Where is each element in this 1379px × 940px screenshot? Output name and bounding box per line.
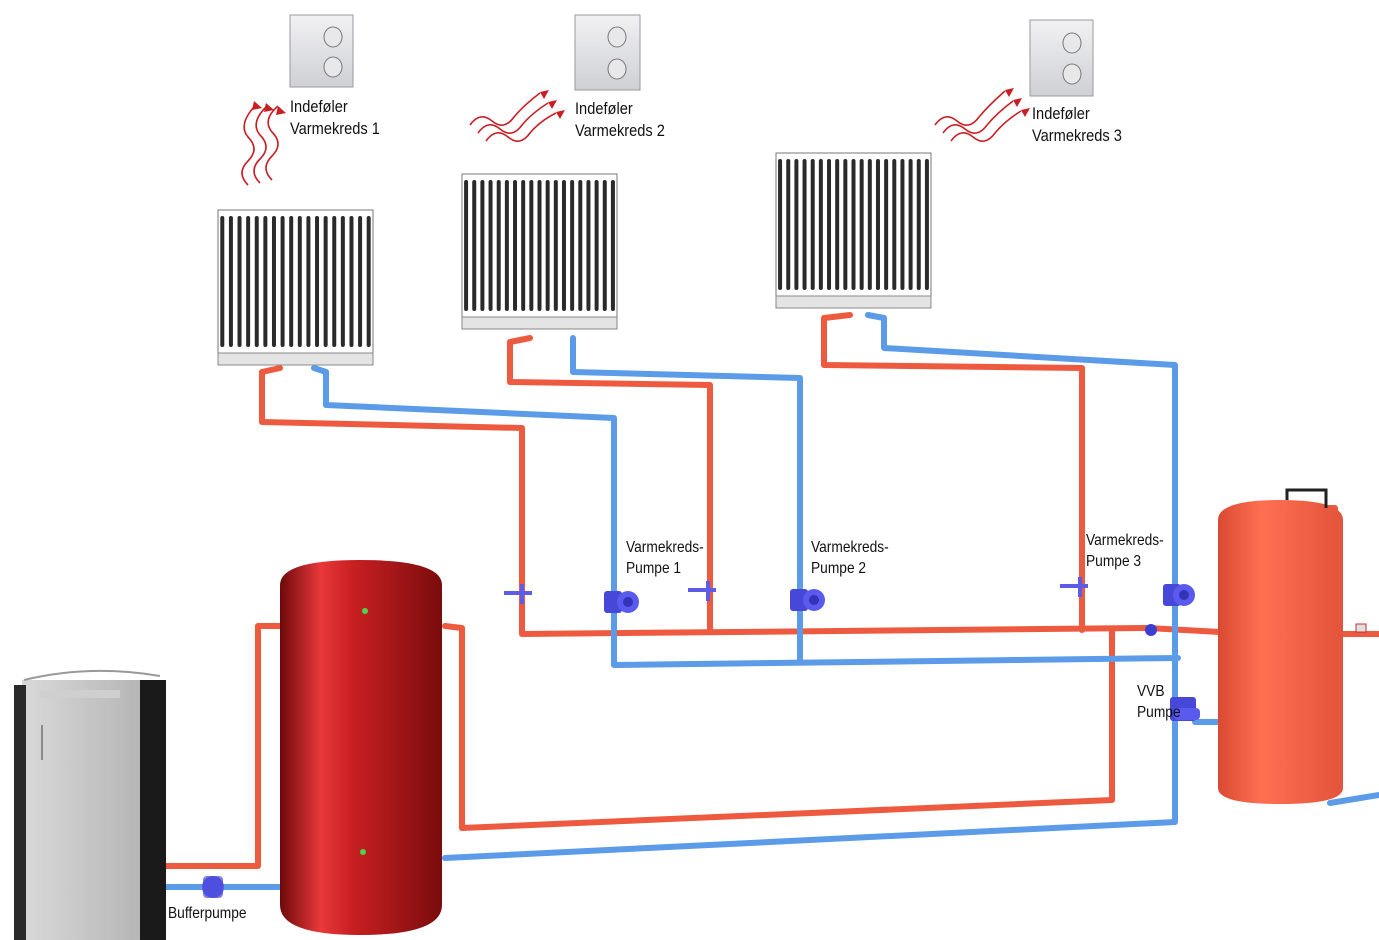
heat-wave-icon — [469, 90, 565, 142]
radiator-icon — [217, 209, 374, 366]
pump-label-line: Pumpe 1 — [626, 560, 682, 577]
sensor-label-line: Varmekreds 1 — [290, 119, 380, 138]
valve-icon — [688, 581, 716, 601]
valve-icon — [504, 584, 532, 604]
pump-label-line: Varmekreds- — [626, 539, 704, 556]
pump-label-line: Pumpe 2 — [811, 560, 867, 577]
pump-label-2: Varmekreds- Pumpe 2 — [811, 537, 889, 579]
heat-wave-icon — [934, 88, 1030, 142]
hot-water-tank-icon — [1218, 488, 1367, 804]
room-sensor-icon — [574, 14, 641, 91]
circulation-pump-icon — [790, 589, 825, 611]
vvb-pump-label-line: Pumpe — [1137, 704, 1181, 721]
room-sensor-icon — [1029, 19, 1094, 97]
radiator-icon — [461, 173, 618, 330]
sensor-label-line: Indeføler — [1032, 104, 1090, 123]
sensor-label-3: Indeføler Varmekreds 3 — [1032, 103, 1122, 147]
circulation-pump-icon — [604, 591, 639, 613]
circulation-pump-icon — [1170, 697, 1200, 721]
sensor-label-1: Indeføler Varmekreds 1 — [290, 96, 380, 140]
pump-label-1: Varmekreds- Pumpe 1 — [626, 537, 704, 579]
buffer-pump-label: Bufferpumpe — [168, 905, 247, 922]
boiler-icon — [14, 669, 166, 940]
room-sensor-icon — [289, 14, 354, 88]
pump-label-line: Varmekreds- — [1086, 532, 1164, 549]
circulation-pump-icon — [202, 876, 224, 898]
sensor-label-line: Indeføler — [575, 99, 633, 118]
radiator-icon — [775, 152, 932, 309]
valve-icon — [1060, 577, 1088, 597]
vvb-pump-label-line: VVB — [1137, 683, 1165, 700]
valve-icon — [1145, 624, 1157, 636]
heat-wave-icon — [241, 101, 286, 186]
buffer-tank-icon — [280, 560, 442, 935]
circulation-pump-icon — [1163, 584, 1195, 606]
sensor-label-line: Varmekreds 3 — [1032, 126, 1122, 145]
pump-label-line: Varmekreds- — [811, 539, 889, 556]
pump-label-3: Varmekreds- Pumpe 3 — [1086, 530, 1164, 572]
pump-label-line: Pumpe 3 — [1086, 553, 1142, 570]
vvb-pump-label: VVB Pumpe — [1137, 681, 1181, 723]
sensor-label-2: Indeføler Varmekreds 2 — [575, 98, 665, 142]
sensor-label-line: Indeføler — [290, 97, 348, 116]
return-pipes — [163, 312, 1379, 890]
sensor-label-line: Varmekreds 2 — [575, 121, 665, 140]
